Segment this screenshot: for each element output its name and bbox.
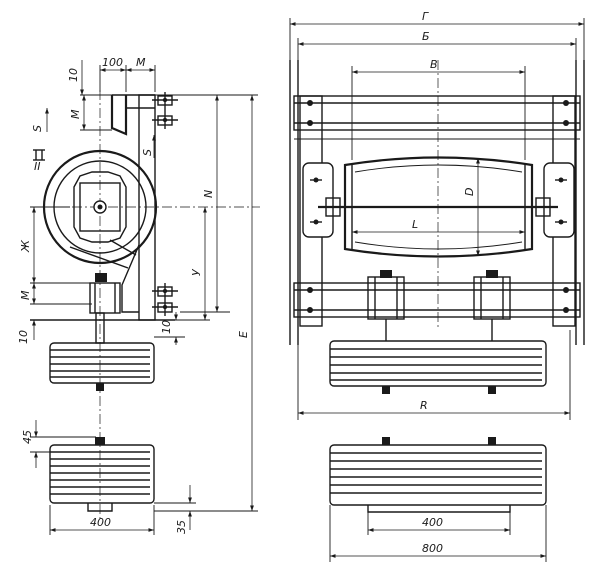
section-mark	[33, 149, 45, 161]
side-brace	[121, 244, 140, 313]
front-upper-weight-stack	[329, 340, 547, 394]
outer-rails	[289, 60, 585, 345]
tensioner-right	[473, 270, 511, 341]
dim-m-low: М	[19, 290, 32, 300]
top-bolts	[152, 92, 178, 129]
lower-beam	[293, 282, 581, 318]
dim-e: E	[237, 331, 250, 338]
dim-d: D	[463, 188, 476, 196]
dim-l: L	[412, 218, 418, 231]
dim-m-top: М	[136, 56, 146, 69]
dim-10-left: 10	[17, 330, 30, 344]
dim-r: R	[420, 399, 428, 412]
dim-n: N	[202, 190, 215, 198]
label-s-mid: S	[141, 149, 154, 156]
side-frame-column	[138, 94, 156, 321]
upper-weight-stack	[49, 342, 155, 391]
takeup-block	[89, 273, 121, 314]
dim-u: У	[190, 268, 203, 276]
dim-35: 35	[175, 520, 188, 534]
top-corner-bolts	[302, 100, 574, 126]
lower-weight-stack	[49, 437, 155, 512]
dim-10-top: 10	[67, 68, 80, 82]
label-s-left: S	[31, 125, 44, 132]
front-view: Г Б В D L R 400 800	[289, 10, 585, 562]
label-roman: II	[34, 160, 41, 173]
top-beam	[293, 95, 581, 140]
shaft-collar-left	[325, 197, 341, 217]
lower-bolts	[152, 283, 178, 316]
tensioner-left	[367, 270, 405, 341]
side-view: 100 М 10 М S S II Ж М 10 10	[17, 56, 260, 535]
dim-10-right: 10	[160, 320, 173, 334]
dim-v: В	[430, 58, 438, 71]
dim-g: Г	[422, 10, 429, 23]
dim-zh: Ж	[19, 239, 32, 253]
dim-400-left: 400	[90, 516, 111, 529]
dim-100: 100	[102, 56, 123, 69]
front-lower-weight-stack	[329, 437, 547, 513]
top-bracket	[80, 94, 155, 136]
dim-400-right: 400	[422, 516, 443, 529]
left-bearing	[302, 162, 334, 238]
dim-800: 800	[422, 542, 443, 555]
dim-b: Б	[422, 30, 430, 43]
right-bearing	[543, 162, 575, 238]
shaft-collar-right	[535, 197, 551, 217]
dim-m-side: М	[69, 109, 82, 119]
dim-45: 45	[21, 430, 34, 444]
